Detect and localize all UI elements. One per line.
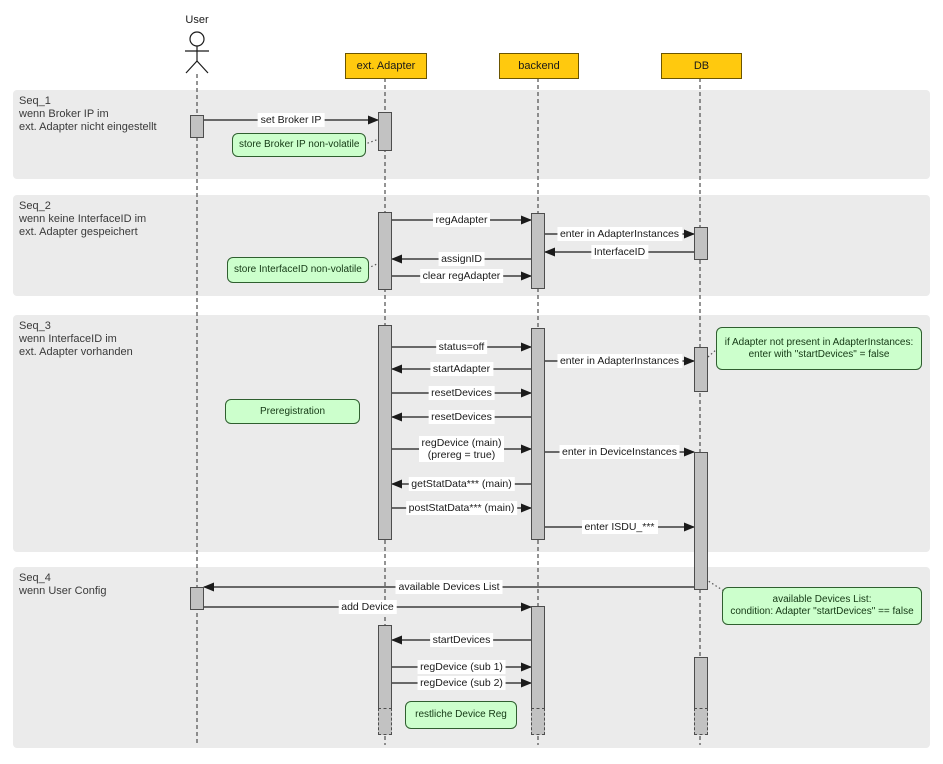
note: store Broker IP non-volatile [232, 133, 367, 157]
note: restliche Device Reg [405, 701, 517, 729]
actor-box-db: DB [661, 53, 742, 79]
activation-bar [531, 606, 545, 710]
message-text: resetDevices [431, 411, 492, 423]
activation-bar [190, 115, 204, 138]
activation-continuation [694, 708, 708, 735]
activation-bar [378, 625, 392, 710]
message-text: enter in AdapterInstances [559, 355, 680, 367]
message-text: regDevice (sub 1) [420, 661, 503, 673]
note-text: enter with "startDevices" = false [748, 348, 890, 360]
activation-bar [694, 657, 708, 710]
message-text: enter in DeviceInstances [562, 446, 677, 458]
activation-bar [694, 227, 708, 260]
section-text: Seq_1 [19, 95, 51, 107]
activation-bar [378, 112, 392, 151]
actor-box-ext-adapter: ext. Adapter [345, 53, 427, 79]
note: store InterfaceID non-volatile [227, 257, 369, 283]
message-text: available Devices List [398, 581, 500, 593]
message-text: getStatData*** (main) [411, 478, 512, 490]
section-text: wenn InterfaceID im [19, 333, 117, 345]
note-connector [363, 262, 380, 271]
message-text: enter ISDU_*** [584, 521, 655, 533]
note-text: restliche Device Reg [415, 709, 507, 720]
activation-bar [190, 587, 204, 610]
message-label: regDevice (main)(prereg = true) [418, 436, 505, 462]
section-text: ext. Adapter vorhanden [19, 346, 133, 358]
message-label: available Devices List [395, 580, 503, 594]
section-text: wenn Broker IP im [19, 108, 109, 120]
message-label: InterfaceID [590, 245, 649, 259]
section-text: wenn keine InterfaceID im [19, 213, 147, 225]
note-text: Preregistration [259, 405, 326, 417]
message-label: startDevices [429, 633, 494, 647]
message-label: regAdapter [432, 213, 491, 227]
message-text: add Device [341, 601, 394, 613]
message-text: InterfaceID [593, 246, 646, 258]
note-text: if Adapter not present in AdapterInstanc… [724, 336, 914, 348]
actor-box-backend: backend [499, 53, 579, 79]
message-label: enter in AdapterInstances [556, 227, 683, 241]
note-connector [359, 138, 380, 147]
activation-continuation [531, 708, 545, 735]
note: available Devices List:condition: Adapte… [722, 587, 922, 625]
activation-bar [378, 325, 392, 540]
message-text: regAdapter [435, 214, 488, 226]
note-text: condition: Adapter "startDevices" == fal… [730, 606, 914, 617]
message-label: assignID [438, 252, 485, 266]
activation-bar [694, 452, 708, 590]
message-text: postStatData*** (main) [408, 502, 515, 514]
message-label: getStatData*** (main) [408, 477, 515, 491]
note-text: store Broker IP non-volatile [239, 139, 360, 150]
note: Preregistration [225, 399, 360, 424]
section-text: ext. Adapter nicht eingestellt [19, 121, 157, 133]
message-label: regDevice (sub 1) [417, 660, 506, 674]
message-text: resetDevices [431, 387, 492, 399]
note: if Adapter not present in AdapterInstanc… [716, 327, 922, 370]
message-label: regDevice (sub 2) [417, 676, 506, 690]
note-text: store InterfaceID non-volatile [234, 264, 362, 275]
activation-continuation [378, 708, 392, 735]
section-text: wenn User Config [19, 585, 107, 597]
section-text: ext. Adapter gespeichert [19, 226, 138, 238]
message-label: postStatData*** (main) [405, 501, 518, 515]
message-label: enter in DeviceInstances [559, 445, 680, 459]
message-text: set Broker IP [260, 114, 322, 126]
user-actor-icon [185, 31, 209, 74]
message-label: add Device [338, 600, 397, 614]
message-text: (prereg = true) [427, 449, 496, 461]
section-text: Seq_3 [19, 320, 51, 332]
actor-label-user: User [185, 14, 209, 26]
message-label: enter ISDU_*** [581, 520, 658, 534]
activation-bar [531, 328, 545, 540]
message-label: enter in AdapterInstances [556, 354, 683, 368]
message-text: regDevice (main) [421, 437, 502, 449]
message-text: enter in AdapterInstances [559, 228, 680, 240]
activation-bar [694, 347, 708, 392]
section-band-seq-1 [13, 90, 930, 179]
message-label: set Broker IP [257, 113, 325, 127]
message-label: resetDevices [428, 386, 495, 400]
message-text: clear regAdapter [422, 270, 501, 282]
message-label: startAdapter [429, 362, 494, 376]
message-text: startDevices [432, 634, 491, 646]
message-text: regDevice (sub 2) [420, 677, 503, 689]
message-text: status=off [438, 341, 485, 353]
activation-bar [378, 212, 392, 290]
message-label: resetDevices [428, 410, 495, 424]
note-text: available Devices List: [772, 594, 872, 605]
message-text: assignID [441, 253, 482, 265]
message-text: startAdapter [432, 363, 491, 375]
section-text: Seq_4 [19, 572, 51, 584]
message-label: clear regAdapter [419, 269, 504, 283]
activation-bar [531, 213, 545, 289]
section-text: Seq_2 [19, 200, 51, 212]
message-label: status=off [435, 340, 488, 354]
